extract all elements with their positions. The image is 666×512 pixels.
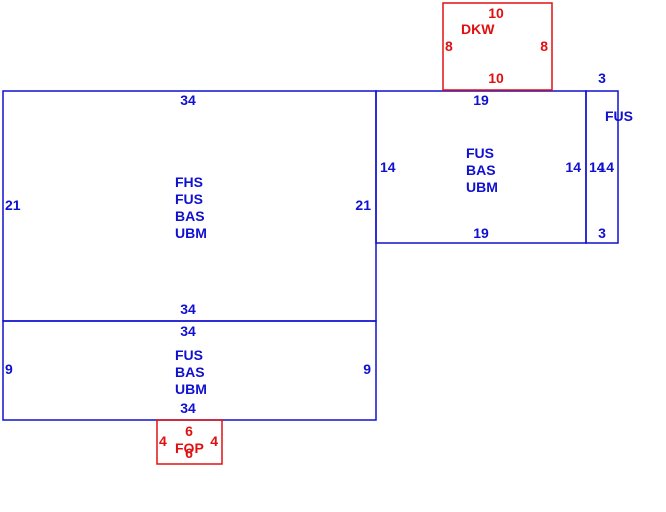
strip-area-left-dim: 14 [589, 159, 605, 175]
porch-area-top-dim: 6 [185, 423, 193, 439]
porch-area-code: FOP [175, 440, 204, 456]
deck-area-right-dim: 8 [540, 38, 548, 54]
deck-area-outline [442, 2, 553, 91]
strip-area-right-dim: 14 [598, 159, 614, 175]
main-area-right-dim: 21 [355, 197, 371, 213]
main-area-code: UBM [175, 225, 207, 241]
main-area-code: FHS [175, 174, 203, 190]
deck-area[interactable]: 10 10 8 8 DKW [442, 2, 553, 91]
deck-area-bottom-dim: 10 [488, 70, 504, 86]
lower-area-code: BAS [175, 364, 205, 380]
right-area[interactable]: 19 19 14 14 FUS BAS UBM [375, 90, 587, 244]
main-area-bottom-dim: 34 [180, 301, 196, 317]
deck-area-left-dim: 8 [445, 38, 453, 54]
right-area-bottom-dim: 19 [473, 225, 489, 241]
lower-area-top-dim: 34 [180, 323, 196, 339]
porch-area-right-dim: 4 [210, 433, 218, 449]
lower-area-bottom-dim: 34 [180, 400, 196, 416]
strip-area-outline [585, 90, 619, 244]
porch-area[interactable]: 6 6 4 4 FOP [156, 419, 223, 465]
main-area-top-dim: 34 [180, 92, 196, 108]
main-area[interactable]: 34 34 21 21 FHS FUS BAS UBM [2, 90, 377, 322]
main-area-left-dim: 21 [5, 197, 21, 213]
lower-area-code: UBM [175, 381, 207, 397]
strip-area[interactable]: 3 3 14 14 FUS [585, 70, 633, 244]
lower-area-code: FUS [175, 347, 203, 363]
main-area-code: FUS [175, 191, 203, 207]
right-area-code: UBM [466, 179, 498, 195]
right-area-top-dim: 19 [473, 92, 489, 108]
porch-area-left-dim: 4 [159, 433, 167, 449]
right-area-code: BAS [466, 162, 496, 178]
porch-area-outline [156, 419, 223, 465]
deck-area-top-dim: 10 [488, 5, 504, 21]
lower-area-right-dim: 9 [363, 361, 371, 377]
right-area-left-dim: 14 [380, 159, 396, 175]
right-area-code: FUS [466, 145, 494, 161]
deck-area-code: DKW [461, 21, 495, 37]
strip-area-code: FUS [605, 108, 633, 124]
strip-area-top-dim: 3 [598, 70, 606, 86]
porch-area-bottom-dim: 6 [185, 445, 193, 461]
lower-area-left-dim: 9 [5, 361, 13, 377]
strip-area-bottom-dim: 3 [598, 225, 606, 241]
right-area-right-dim: 14 [565, 159, 581, 175]
main-area-code: BAS [175, 208, 205, 224]
lower-area[interactable]: 34 34 9 9 FUS BAS UBM [2, 320, 377, 421]
